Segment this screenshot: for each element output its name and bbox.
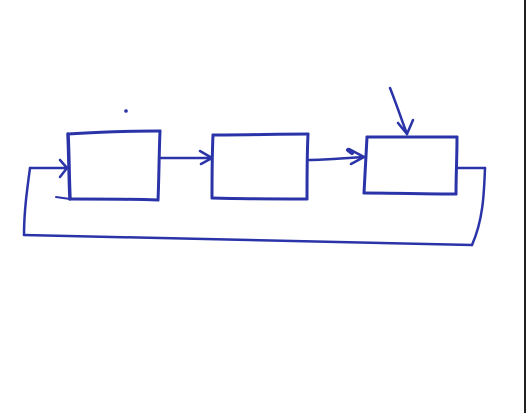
arrow-block1-to-block2 bbox=[159, 149, 214, 166]
pen-dot bbox=[124, 109, 128, 113]
input-arrow-block3 bbox=[388, 86, 415, 136]
arrow-block2-to-block3 bbox=[307, 147, 366, 166]
block-3 bbox=[362, 135, 459, 196]
scan-right-border bbox=[524, 0, 526, 413]
block-2 bbox=[210, 132, 310, 201]
feedback-loop bbox=[22, 158, 487, 247]
block-1 bbox=[55, 129, 162, 202]
